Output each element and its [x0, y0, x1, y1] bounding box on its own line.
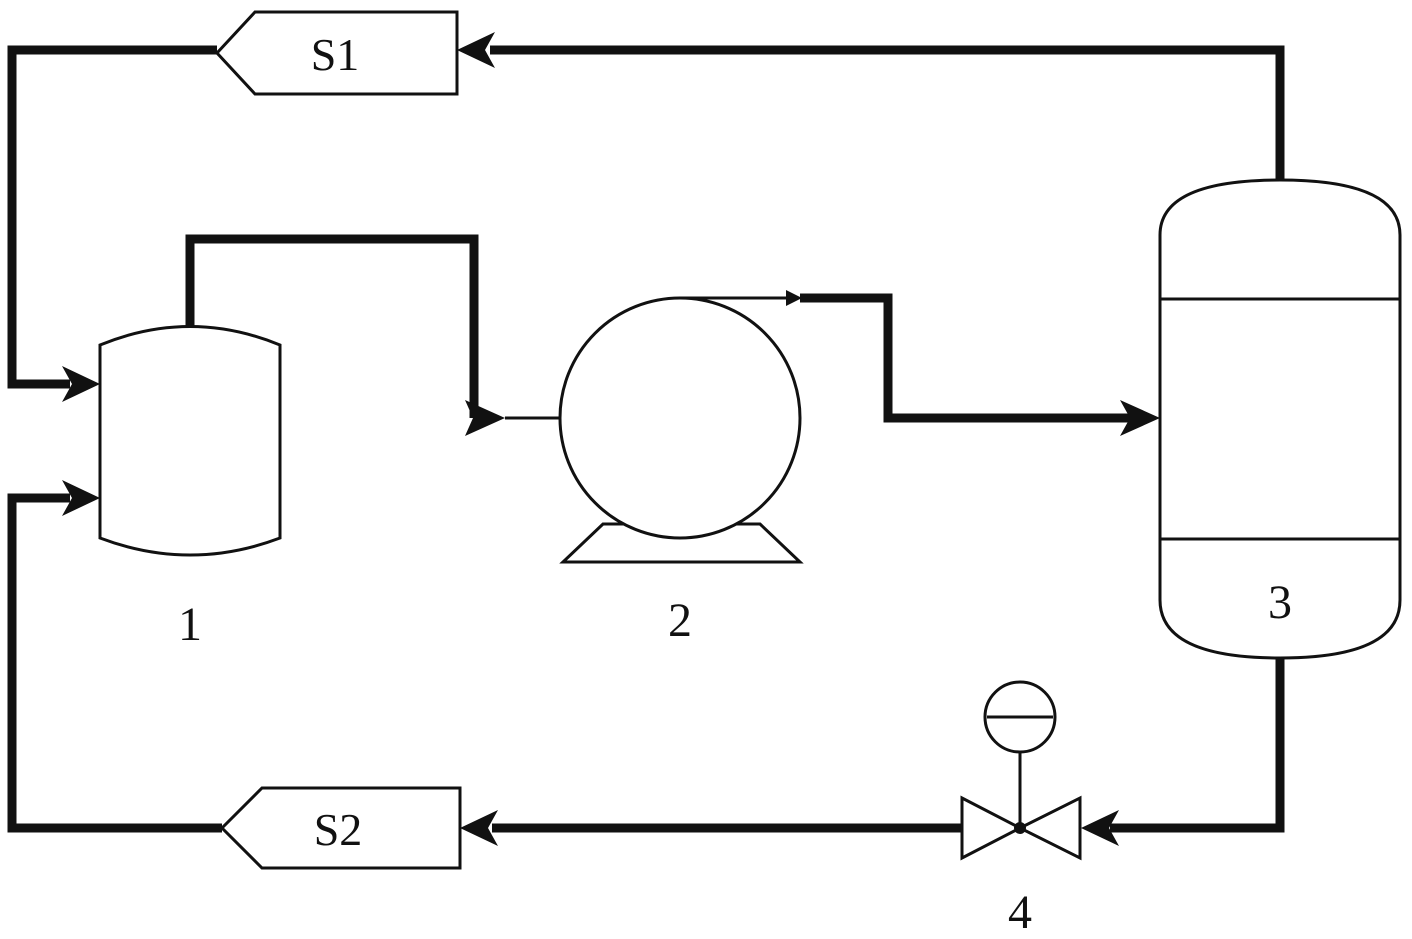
- valve-label: 4: [1008, 886, 1032, 939]
- arrow-into-valve: [1081, 810, 1119, 846]
- pipe-tank-to-pump: [185, 234, 479, 418]
- column-label: 3: [1268, 576, 1292, 629]
- arrow-into-column: [1120, 400, 1160, 436]
- stream-label-s1: S1: [311, 29, 360, 80]
- pipe-pump-to-column: [800, 293, 1130, 423]
- stream-label-s2: S2: [314, 804, 363, 855]
- pipe-s2-to-tank: [7, 493, 222, 833]
- pipe-column-top-to-s1: [490, 45, 1285, 180]
- storage-tank: [98, 325, 282, 557]
- stream-tag-s1: [214, 10, 459, 96]
- stream-tag-s2: [219, 786, 462, 870]
- control-valve-right: [1016, 795, 1082, 861]
- pipe-column-bottom-to-valve: [1110, 658, 1285, 833]
- arrow-into-s1: [457, 32, 495, 68]
- arrow-into-tank-top: [62, 366, 100, 402]
- valve-hub: [1014, 822, 1026, 834]
- pump-label: 2: [668, 594, 692, 647]
- arrow-into-s2: [460, 810, 498, 846]
- pipe-s1-to-tank: [7, 45, 217, 389]
- tank-label: 1: [178, 598, 202, 651]
- centrifugal-pump: [558, 296, 802, 540]
- control-valve-left: [960, 795, 1024, 861]
- arrow-pump-discharge: [786, 290, 802, 306]
- arrow-into-tank-bottom: [62, 480, 100, 516]
- arrow-pump-suction: [465, 400, 505, 436]
- pump-base: [559, 522, 804, 564]
